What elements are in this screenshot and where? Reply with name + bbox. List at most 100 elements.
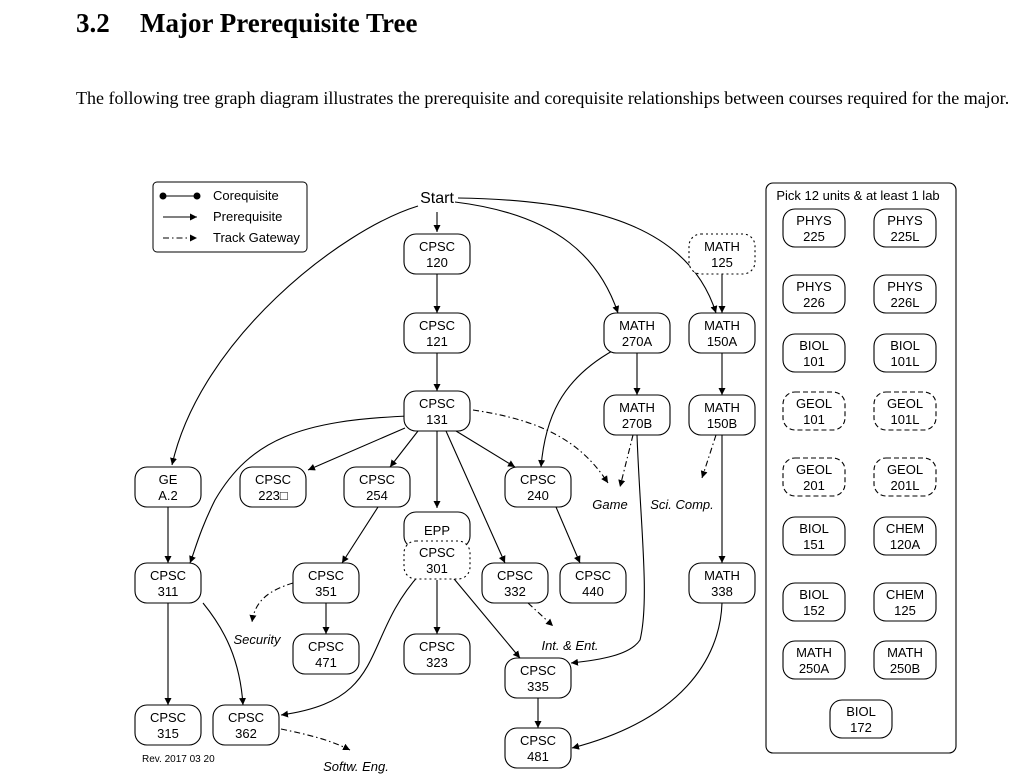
node-number-label: 335	[527, 679, 549, 694]
node-geol-101l	[873, 391, 937, 431]
node-number-label: 323	[426, 655, 448, 670]
node-ge-a-2	[134, 466, 202, 508]
prerequisite-edge	[455, 430, 516, 468]
node-dept-label: GEOL	[796, 396, 832, 411]
node-dept-label: CHEM	[886, 521, 924, 536]
track-label-security: Security	[234, 632, 282, 647]
prerequisite-edge	[202, 602, 247, 706]
prerequisite-edge	[538, 349, 615, 468]
node-chem-120a	[873, 516, 937, 556]
node-dept-label: GE	[159, 472, 178, 487]
node-dept-label: GEOL	[796, 462, 832, 477]
intro-paragraph: The following tree graph diagram illustr…	[76, 88, 1010, 108]
node-dept-label: CPSC	[419, 239, 455, 254]
node-number-label: 226	[803, 295, 825, 310]
prerequisite-edge	[457, 197, 718, 314]
track-gateway-edge	[472, 409, 609, 484]
node-dept-label: CPSC	[308, 568, 344, 583]
track-label-int-ent: Int. & Ent.	[541, 638, 598, 653]
node-number-label: 101L	[891, 354, 920, 369]
node-cpsc-301	[403, 540, 471, 580]
nodes-layer: CPSC120CPSC121CPSC131MATH125MATH270AMATH…	[134, 181, 957, 774]
node-number-label: 270B	[622, 416, 652, 431]
prerequisite-edge	[189, 415, 411, 564]
node-dept-label: CPSC	[520, 733, 556, 748]
track-label-game: Game	[592, 497, 627, 512]
node-cpsc-131	[403, 390, 471, 432]
node-dept-label: BIOL	[799, 521, 829, 536]
node-dept-label: CPSC	[150, 568, 186, 583]
track-label-softw-eng: Softw. Eng.	[323, 759, 389, 774]
node-math-338	[688, 562, 756, 604]
node-math-250a	[782, 640, 846, 680]
track-gateway-edge	[280, 728, 351, 751]
track-label-sci-comp: Sci. Comp.	[650, 497, 714, 512]
node-number-label: 152	[803, 603, 825, 618]
node-dept-label: BIOL	[799, 587, 829, 602]
node-number-label: 226L	[891, 295, 920, 310]
node-cpsc-120	[403, 233, 471, 275]
node-math-270b	[603, 394, 671, 436]
node-cpsc-440	[559, 562, 627, 604]
node-number-label: 250B	[890, 661, 920, 676]
node-math-150b	[688, 394, 756, 436]
node-dept-label: BIOL	[799, 338, 829, 353]
legend-label-prerequisite: Prerequisite	[213, 209, 282, 224]
node-math-250b	[873, 640, 937, 680]
node-dept-label: CHEM	[886, 587, 924, 602]
node-dept-label: CPSC	[228, 710, 264, 725]
node-number-label: A.2	[158, 488, 178, 503]
node-number-label: 225	[803, 229, 825, 244]
legend-label-corequisite: Corequisite	[213, 188, 279, 203]
node-number-label: 332	[504, 584, 526, 599]
node-dept-label: CPSC	[419, 639, 455, 654]
node-dept-label: CPSC	[419, 396, 455, 411]
prerequisite-edge	[454, 201, 620, 314]
node-cpsc-471	[292, 633, 360, 675]
node-math-270a	[603, 312, 671, 354]
node-biol-101l	[873, 333, 937, 373]
node-number-label: 131	[426, 412, 448, 427]
node-dept-label: CPSC	[308, 639, 344, 654]
node-chem-125	[873, 582, 937, 622]
node-dept-label: MATH	[796, 645, 832, 660]
section-number: 3.2	[76, 8, 110, 38]
node-phys-226	[782, 274, 846, 314]
node-number-label: 201L	[891, 478, 920, 493]
node-number-label: 121	[426, 334, 448, 349]
node-number-label: 101	[803, 412, 825, 427]
node-geol-201l	[873, 457, 937, 497]
node-number-label: 254	[366, 488, 388, 503]
node-dept-label: CPSC	[419, 545, 455, 560]
node-phys-226l	[873, 274, 937, 314]
node-number-label: 120	[426, 255, 448, 270]
node-dept-label: MATH	[619, 400, 655, 415]
node-number-label: 101L	[891, 412, 920, 427]
node-dept-label: MATH	[704, 568, 740, 583]
node-dept-label: EPP	[424, 523, 450, 538]
node-number-label: 150B	[707, 416, 737, 431]
node-number-label: 201	[803, 478, 825, 493]
node-dept-label: GEOL	[887, 396, 923, 411]
node-number-label: 223□	[258, 488, 288, 503]
node-biol-172	[829, 699, 893, 739]
prerequisite-edge	[280, 573, 421, 718]
node-number-label: 125	[894, 603, 916, 618]
node-number-label: 440	[582, 584, 604, 599]
prerequisite-edge	[170, 205, 419, 466]
prerequisite-edge	[571, 602, 723, 750]
prerequisite-edge	[555, 506, 581, 564]
start-label: Start	[420, 190, 454, 207]
edges-layer	[164, 197, 909, 751]
track-gateway-edge	[618, 434, 634, 488]
node-number-label: 225L	[891, 229, 920, 244]
node-cpsc-254	[343, 466, 411, 508]
node-number-label: 250A	[799, 661, 830, 676]
node-geol-201	[782, 457, 846, 497]
node-biol-152	[782, 582, 846, 622]
node-dept-label: PHYS	[887, 213, 923, 228]
node-biol-101	[782, 333, 846, 373]
node-dept-label: MATH	[704, 400, 740, 415]
